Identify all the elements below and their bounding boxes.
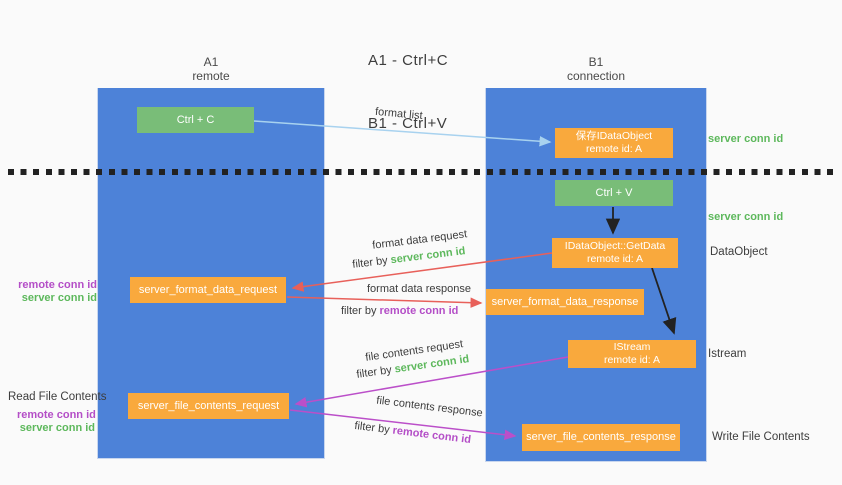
format-request-label: server_format_data_request [138,283,278,296]
filter-by-text-1: filter by [351,254,392,271]
istream-side-label: Istream [708,348,747,360]
filter-by-text-4: filter by [353,419,394,437]
server-conn-id-format-label: server conn id [21,292,97,304]
format-response-node: server_format_data_response [486,289,644,315]
istream-line1: IStream [613,341,651,353]
remote-conn-id-format-label: remote conn id [18,279,97,291]
istream-line2: remote id: A [603,354,661,366]
column-b1-subtitle: connection [566,69,626,83]
column-a1-subtitle: remote [192,69,230,83]
column-header-b1: B1 connection [536,55,656,83]
format-request-node: server_format_data_request [130,277,286,303]
getdata-line2: remote id: A [586,253,644,265]
file-response-label: server_file_contents_response [526,431,676,443]
filter-by-text-2: filter by [341,305,380,317]
server-conn-id-file-label: server conn id [19,422,95,434]
server-conn-id-mid-label: server conn id [708,211,784,223]
column-header-a1: A1 remote [151,55,271,83]
title-line-1: A1 - Ctrl+C [368,52,449,69]
file-contents-response-label: file contents response [375,394,484,420]
read-file-contents-label: Read File Contents [8,391,107,403]
column-b1-name: B1 [588,55,604,69]
write-file-contents-label: Write File Contents [712,431,810,443]
server-conn-id-top-label: server conn id [708,133,784,145]
file-request-node: server_file_contents_request [128,393,289,419]
filter-by-server-conn-id-1: filter by server conn id [352,245,466,271]
ctrl-c-label: Ctrl + C [176,113,215,126]
ctrl-v-node: Ctrl + V [555,180,673,206]
format-data-response-label: format data response [367,283,471,295]
filter-by-text-3: filter by [355,363,396,381]
filter-by-remote-conn-id-2: filter by remote conn id [341,305,458,317]
file-request-label: server_file_contents_request [137,399,280,412]
file-response-node: server_file_contents_response [522,424,680,451]
getdata-node: IDataObject::GetData remote id: A [552,238,678,268]
column-a1-name: A1 [203,55,219,69]
filter-by-remote-conn-id-4: filter by remote conn id [354,420,472,446]
getdata-line1: IDataObject::GetData [564,240,666,252]
format-response-label: server_format_data_response [491,295,639,308]
filter-value-2: remote conn id [379,305,459,317]
dataobject-label: DataObject [710,246,768,258]
diagram-title: A1 - Ctrl+C B1 - Ctrl+V [368,8,448,176]
filter-value-4: remote conn id [391,424,472,447]
istream-node: IStream remote id: A [568,340,696,368]
dotted-separator [8,169,836,175]
save-idataobject-node: 保存IDataObject remote id: A [555,128,673,158]
save-idataobject-line1: 保存IDataObject [575,130,653,142]
ctrl-c-node: Ctrl + C [137,107,254,133]
save-idataobject-line2: remote id: A [585,143,643,155]
ctrl-v-label: Ctrl + V [595,186,633,199]
remote-conn-id-file-label: remote conn id [17,409,96,421]
